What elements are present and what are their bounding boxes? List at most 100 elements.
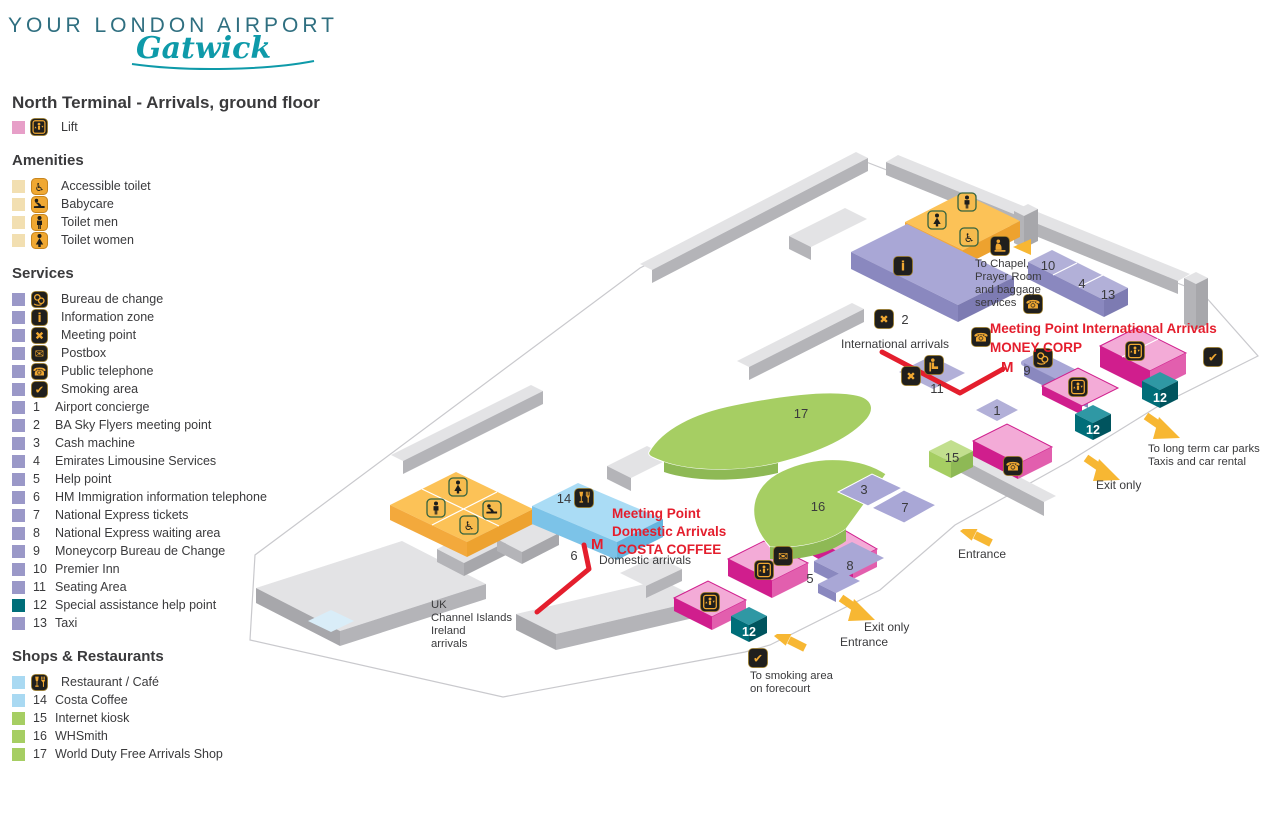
svg-text:✔: ✔ [1208, 350, 1218, 364]
toilet-zone-domestic [390, 472, 533, 557]
lift-swatch [12, 120, 25, 134]
swatch [12, 197, 25, 211]
map-number-1: 1 [993, 403, 1000, 418]
entrance-label: Entrance [840, 635, 888, 649]
legend-row: ✔ Smoking area [12, 380, 322, 398]
chapel-label: To Chapel, [975, 258, 1029, 270]
swatch [12, 292, 25, 306]
accessible-toilet-icon: ♿ [959, 227, 979, 247]
page-title: North Terminal - Arrivals, ground floor [12, 93, 320, 112]
uk-arrivals-label: arrivals [431, 638, 468, 650]
toilet-men-icon [957, 192, 977, 212]
legend-row-lift: Lift [12, 118, 322, 136]
legend-label: HM Immigration information telephone [55, 490, 267, 504]
swatch [12, 364, 25, 378]
chapel-label: services [975, 297, 1017, 309]
swatch [12, 544, 25, 558]
chapel-label: and baggage [975, 284, 1041, 296]
legend-label: Restaurant / Café [61, 675, 159, 689]
legend-row: Restaurant / Café [12, 673, 322, 691]
international-arrivals-label: International arrivals [841, 337, 949, 351]
legend-label: Public telephone [61, 364, 154, 378]
legend-row: 7 National Express tickets [12, 506, 322, 524]
legend-row: Babycare [12, 195, 322, 213]
bureau-de-change-icon [30, 290, 48, 308]
information-zone-icon: i [893, 256, 913, 276]
bureau-de-change-icon [1033, 348, 1053, 368]
chapel-label: Prayer Room [975, 271, 1042, 283]
swatch [12, 346, 25, 360]
legend-label: Cash machine [55, 436, 135, 450]
legend-label: Smoking area [61, 382, 139, 396]
legend-label: Help point [55, 472, 112, 486]
services-heading: Services [12, 265, 74, 282]
map-number-2: 2 [901, 312, 908, 327]
legend-row: ✖ Meeting point [12, 326, 322, 344]
legend-label: Accessible toilet [61, 179, 151, 193]
uk-arrivals-label: Channel Islands [431, 612, 512, 624]
gatwick-logo: YOUR LONDON AIRPORT Gatwick [8, 14, 338, 72]
toilet-women-icon [448, 477, 468, 497]
legend-number: 2 [33, 418, 40, 432]
meeting-point-dom-line3: COSTA COFFEE [617, 542, 721, 557]
world-duty-free-block [648, 392, 872, 480]
swatch [12, 747, 25, 761]
map-number-12: 12 [1153, 391, 1167, 405]
long-term-label: Taxis and car rental [1148, 456, 1246, 468]
service-zones [814, 356, 1018, 602]
map-number-11: 11 [930, 381, 944, 396]
legend-row: i Information zone [12, 308, 322, 326]
legend-number: 1 [33, 400, 40, 414]
swatch [12, 526, 25, 540]
legend-number: 16 [33, 729, 47, 743]
legend-label: Premier Inn [55, 562, 120, 576]
legend-number: 5 [33, 472, 40, 486]
svg-text:✔: ✔ [34, 383, 43, 396]
lift-icon [1125, 341, 1145, 361]
information-zone [851, 224, 1014, 322]
costa-coffee-block [532, 483, 663, 560]
walls [256, 152, 1208, 650]
swatch [12, 179, 25, 193]
toilet-women-icon [30, 231, 48, 249]
swatch [12, 562, 25, 576]
svg-text:✔: ✔ [753, 651, 763, 665]
swatch [12, 580, 25, 594]
public-telephone-icon: ☎ [1023, 294, 1043, 314]
svg-text:♿: ♿ [34, 181, 44, 194]
babycare-icon [482, 500, 502, 520]
swatch [12, 233, 25, 247]
uk-arrivals-label: UK [431, 599, 447, 611]
swatch [12, 454, 25, 468]
svg-text:✉: ✉ [778, 549, 788, 563]
legend-number: 7 [33, 508, 40, 522]
smoking-area-icon: ✔ [748, 648, 768, 668]
map-annotations: Meeting Point International Arrivals MON… [591, 321, 1217, 557]
legend-number: 14 [33, 693, 47, 707]
legend-row: 2 BA Sky Flyers meeting point [12, 416, 322, 434]
legend-row: 3 Cash machine [12, 434, 322, 452]
logo-tagline: YOUR LONDON AIRPORT [8, 14, 338, 37]
restaurant-cafe-icon [30, 673, 48, 691]
legend-number: 3 [33, 436, 40, 450]
legend-number: 9 [33, 544, 40, 558]
legend-number: 6 [33, 490, 40, 504]
legend-label: Toilet women [61, 233, 134, 247]
premier-inn-emirates-taxi-blocks [1028, 250, 1128, 317]
restaurant-cafe-icon [574, 488, 594, 508]
legend-label: World Duty Free Arrivals Shop [55, 747, 223, 761]
legend-number: 11 [33, 580, 46, 594]
entrance-label: Entrance [958, 547, 1006, 561]
legend-label: National Express tickets [55, 508, 189, 522]
logo-brand: Gatwick [136, 31, 272, 66]
shops-heading: Shops & Restaurants [12, 648, 164, 665]
legend-row: Toilet men [12, 213, 322, 231]
meeting-point-icon: ✖ [901, 366, 921, 386]
legend-label: BA Sky Flyers meeting point [55, 418, 212, 432]
postbox-icon: ✉ [773, 546, 793, 566]
